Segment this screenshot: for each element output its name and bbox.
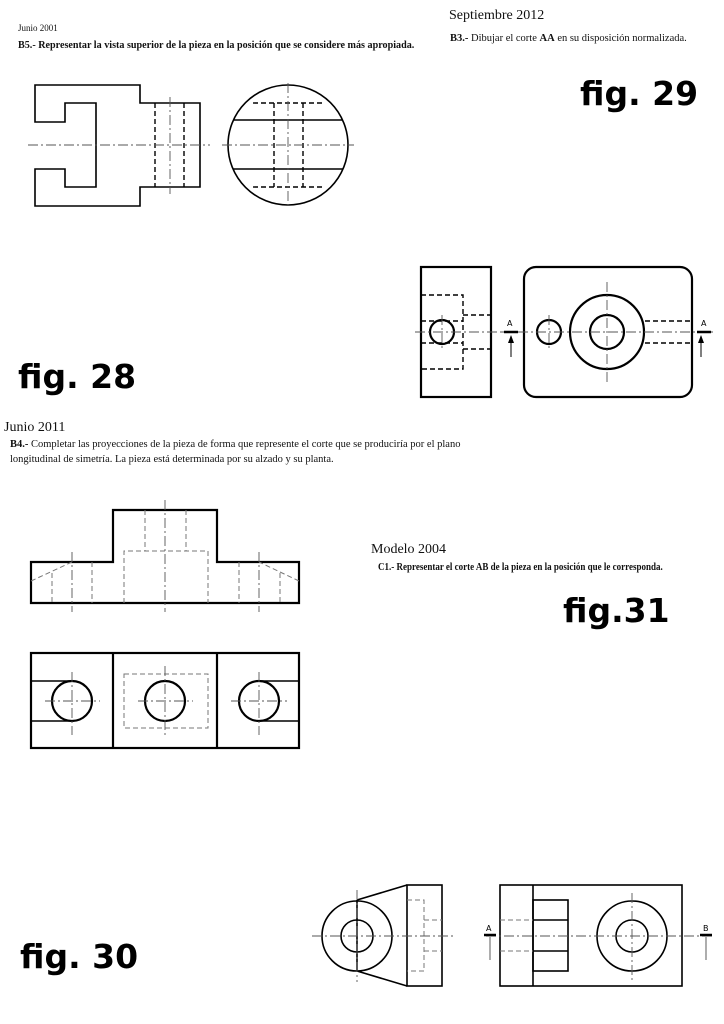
task-code: B5.- xyxy=(18,39,36,51)
fig31-date: Modelo 2004 xyxy=(371,542,447,557)
fig30-task-line-1: B4.- Completar las proyecciones de la pi… xyxy=(10,439,461,451)
task-code: B4.- xyxy=(10,439,29,450)
task-text: Representar el corte xyxy=(396,562,475,573)
section-label-right: A xyxy=(701,319,707,328)
fig31-label: fig.31 xyxy=(563,591,670,630)
fig30-label: fig. 30 xyxy=(20,937,139,976)
task-text: Completar las proyecciones de la pieza d… xyxy=(31,439,461,450)
fig30-task-line-2: longitudinal de simetría. La pieza está … xyxy=(10,454,334,465)
fig31-task: C1.- Representar el corte AB de la pieza… xyxy=(378,563,663,573)
section-label-b: B xyxy=(703,924,709,933)
fig28-drawing xyxy=(28,83,354,208)
fig29-date: Septiembre 2012 xyxy=(449,8,545,23)
fig30-date: Junio 2011 xyxy=(4,420,66,435)
task-code: B3.- xyxy=(450,33,469,44)
task-bold: AB xyxy=(475,562,489,573)
task-text: de la pieza en la posición que le corres… xyxy=(490,562,663,573)
fig28-label: fig. 28 xyxy=(18,357,137,396)
task-code: C1.- xyxy=(378,562,395,573)
task-text: en su disposición normalizada. xyxy=(557,33,687,44)
task-text: Representar la vista superior de la piez… xyxy=(38,39,415,51)
task-bold: AA xyxy=(539,33,555,44)
fig29-label: fig. 29 xyxy=(580,74,699,113)
section-label-left: A xyxy=(507,319,513,328)
task-text: Dibujar el corte xyxy=(471,33,537,44)
fig29-task: B3.- Dibujar el corte AA en su disposici… xyxy=(450,33,687,45)
fig28-task: B5.- Representar la vista superior de la… xyxy=(18,40,414,51)
fig29-drawing: A A xyxy=(415,265,714,399)
section-label-a: A xyxy=(486,924,492,933)
fig30-drawing xyxy=(29,500,301,750)
fig31-drawing: A B xyxy=(312,884,712,987)
fig28-date: Junio 2001 xyxy=(18,23,58,33)
